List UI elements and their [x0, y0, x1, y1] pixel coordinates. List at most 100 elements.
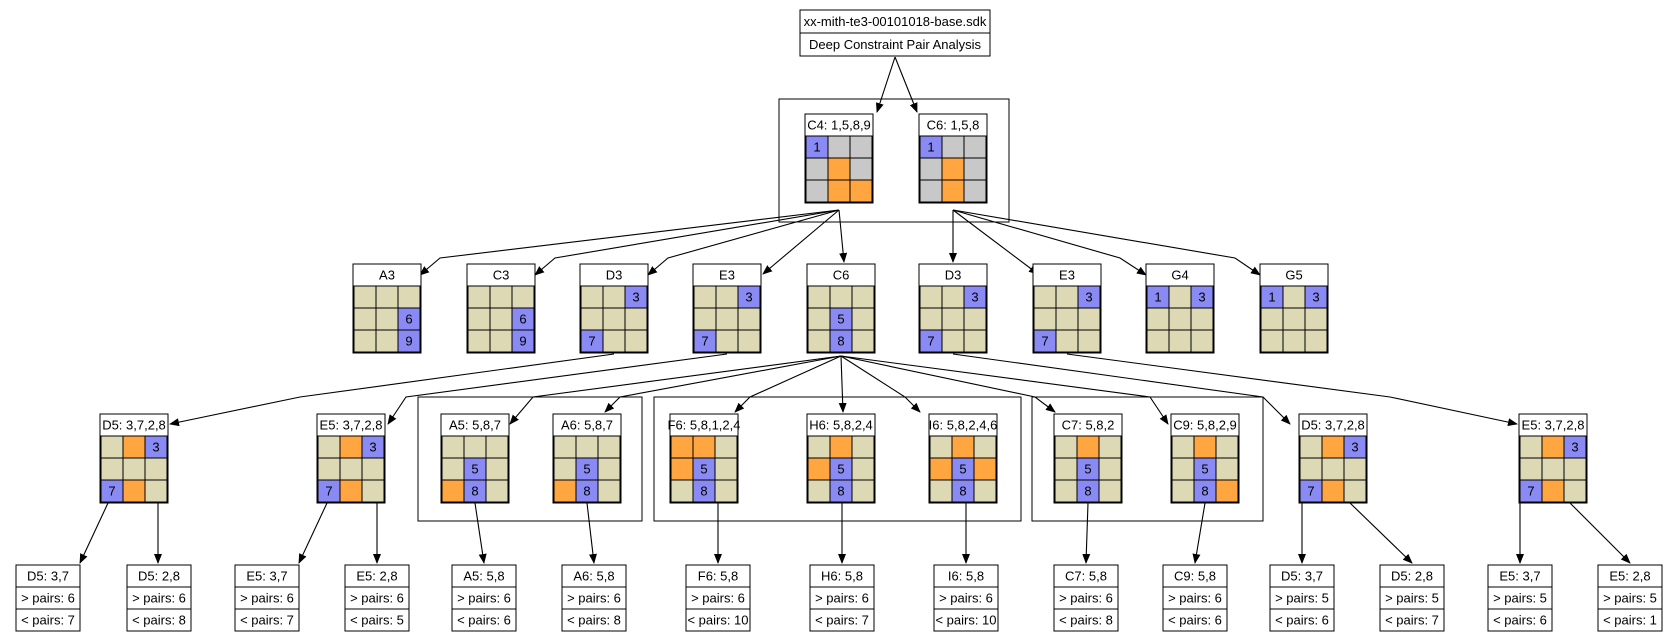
grid-cell [1054, 435, 1078, 459]
edge-arrow [875, 56, 896, 113]
grid-cell [1215, 479, 1239, 503]
cell-digit: 8 [700, 484, 707, 499]
grid-cell [597, 457, 621, 481]
leaf-less-pairs: < pairs: 6 [1275, 613, 1329, 628]
grid-cell [467, 329, 491, 353]
grid-cell [1098, 435, 1122, 459]
leaf-node: D5: 2,8> pairs: 5< pairs: 7 [1379, 564, 1445, 632]
grid-cell [1260, 307, 1284, 331]
cell-digit: 1 [813, 140, 820, 155]
grid-cell [929, 457, 953, 481]
grid-cell [1171, 435, 1195, 459]
grid-cell [485, 479, 509, 503]
grid-cell [1055, 307, 1079, 331]
cell-digit: 7 [588, 334, 595, 349]
leaf-node: D5: 3,7> pairs: 5< pairs: 6 [1269, 564, 1335, 632]
node-title: D5: 3,7,2,8 [102, 418, 166, 433]
cell-digit: 8 [1201, 484, 1208, 499]
level1-node: C4: 1,5,8,91 [804, 113, 874, 204]
node-title: D5: 3,7,2,8 [1301, 418, 1365, 433]
leaf-title: H6: 5,8 [821, 569, 863, 584]
edge-arrow [838, 355, 847, 413]
grid-cell [144, 479, 168, 503]
grid-cell [467, 285, 491, 309]
edge-arrow [79, 502, 109, 564]
leaf-title: A6: 5,8 [573, 569, 614, 584]
grid-cell [1282, 329, 1306, 353]
grid-cell [1260, 329, 1284, 353]
node-title: E5: 3,7,2,8 [1522, 418, 1585, 433]
leaf-greater-pairs: > pairs: 6 [815, 591, 869, 606]
edge-arrow [586, 502, 597, 564]
grid-cell [463, 435, 487, 459]
leaf-node: E5: 2,8> pairs: 5< pairs: 1 [1597, 564, 1663, 632]
grid-cell [597, 435, 621, 459]
node-title: I6: 5,8,2,4,6 [929, 418, 998, 433]
grid-cell [553, 457, 577, 481]
leaf-node: F6: 5,8> pairs: 6< pairs: 10 [685, 564, 751, 632]
grid-cell [929, 435, 953, 459]
grid-cell [1519, 457, 1543, 481]
grid-cell [807, 285, 831, 309]
grid-cell [1343, 479, 1367, 503]
grid-cell [1193, 435, 1217, 459]
grid-cell [375, 329, 399, 353]
grid-cell [715, 307, 739, 331]
cell-digit: 3 [369, 440, 376, 455]
grid-cell [851, 435, 875, 459]
grid-cell [485, 457, 509, 481]
grid-cell [397, 329, 421, 353]
leaf-node: E5: 3,7> pairs: 6< pairs: 7 [234, 564, 300, 632]
grid-cell [1055, 329, 1079, 353]
grid-cell [973, 457, 997, 481]
node-title: C7: 5,8,2 [1062, 418, 1115, 433]
level3-node: F6: 5,8,1,2,458 [668, 413, 741, 504]
grid-cell [602, 329, 626, 353]
grid-cell [1215, 435, 1239, 459]
grid-cell [441, 479, 465, 503]
level3-node: C7: 5,8,258 [1053, 413, 1123, 504]
grid-cell [1563, 479, 1587, 503]
leaf-title: E5: 2,8 [356, 569, 397, 584]
node-cluster [778, 98, 1010, 223]
edge-arrow [534, 209, 840, 276]
grid-cell [624, 329, 648, 353]
grid-cell [715, 285, 739, 309]
grid-cell [1077, 307, 1101, 331]
grid-cell [827, 135, 851, 159]
grid-cell [941, 179, 965, 203]
edge-arrow [474, 502, 487, 564]
leaf-title: C7: 5,8 [1065, 569, 1107, 584]
leaf-less-pairs: < pairs: 7 [1385, 613, 1439, 628]
node-title: C3 [493, 268, 510, 283]
grid-cell [397, 285, 421, 309]
leaf-less-pairs: < pairs: 8 [567, 613, 621, 628]
node-cluster [417, 396, 643, 522]
grid-cell [941, 135, 965, 159]
grid-cell [849, 157, 873, 181]
grid-cell [602, 307, 626, 331]
header-filename: xx-mith-te3-00101018-base.sdk [804, 14, 987, 29]
grid-cell [489, 285, 513, 309]
leaf-greater-pairs: > pairs: 6 [457, 591, 511, 606]
leaf-title: A5: 5,8 [463, 569, 504, 584]
grid-cell [1541, 479, 1565, 503]
cell-digit: 3 [1571, 440, 1578, 455]
grid-cell [805, 157, 829, 181]
edge-arrow [894, 56, 918, 113]
level1-node: C6: 1,5,81 [918, 113, 988, 204]
leaf-node: E5: 2,8> pairs: 6< pairs: 5 [344, 564, 410, 632]
cell-digit: 3 [152, 440, 159, 455]
leaf-node: A6: 5,8> pairs: 6< pairs: 8 [561, 564, 627, 632]
grid-cell [602, 285, 626, 309]
cell-digit: 6 [405, 312, 412, 327]
grid-cell [375, 307, 399, 331]
grid-cell [919, 307, 943, 331]
leaf-title: I6: 5,8 [948, 569, 984, 584]
leaf-node: E5: 3,7> pairs: 5< pairs: 6 [1487, 564, 1553, 632]
